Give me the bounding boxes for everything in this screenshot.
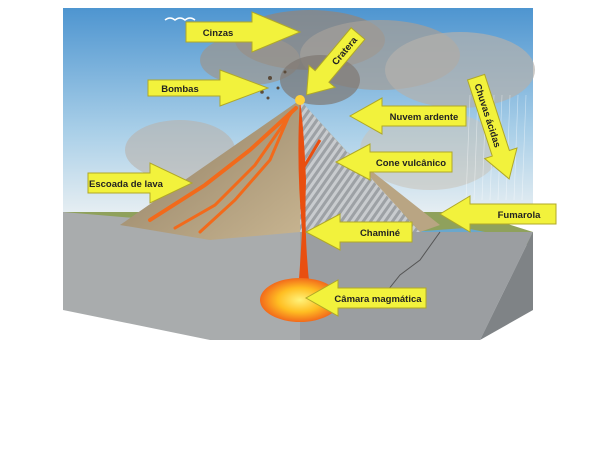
label-bombas-text: Bombas	[161, 84, 198, 95]
label-fumarola-text: Fumarola	[498, 210, 541, 221]
label-chamine-text: Chaminé	[360, 228, 400, 239]
label-cone-vulcanico-text: Cone vulcânico	[376, 158, 446, 169]
cone-left-slope	[120, 100, 300, 240]
cone-strata	[300, 100, 420, 232]
label-nuvem-ardente-text: Nuvem ardente	[390, 112, 459, 123]
chimney-branch	[300, 139, 322, 171]
label-camara-magmatica: Câmara magmática	[304, 279, 427, 317]
label-escoada-de-lava-text: Escoada de lava	[89, 179, 164, 190]
block-front-right	[300, 232, 533, 340]
label-bombas: Bombas	[147, 69, 270, 107]
label-nuvem-ardente: Nuvem ardente	[348, 97, 467, 135]
label-cinzas-text: Cinzas	[203, 28, 234, 39]
lava-flows	[148, 106, 298, 234]
block-right-side	[480, 232, 533, 340]
magma-chamber	[260, 278, 340, 322]
label-escoada-de-lava: Escoada de lava	[87, 162, 194, 204]
bird-icon	[164, 17, 196, 21]
bombs	[260, 70, 287, 100]
label-camara-magmatica-text: Câmara magmática	[334, 294, 422, 305]
label-cinzas: Cinzas	[185, 11, 302, 53]
cone-right-slope	[300, 100, 440, 232]
label-chamine: Chaminé	[304, 213, 413, 251]
label-cone-vulcanico: Cone vulcânico	[334, 143, 453, 181]
label-fumarola: Fumarola	[439, 195, 557, 233]
chimney	[298, 100, 310, 290]
block-front-left	[63, 212, 300, 340]
crater-glow	[295, 95, 305, 105]
